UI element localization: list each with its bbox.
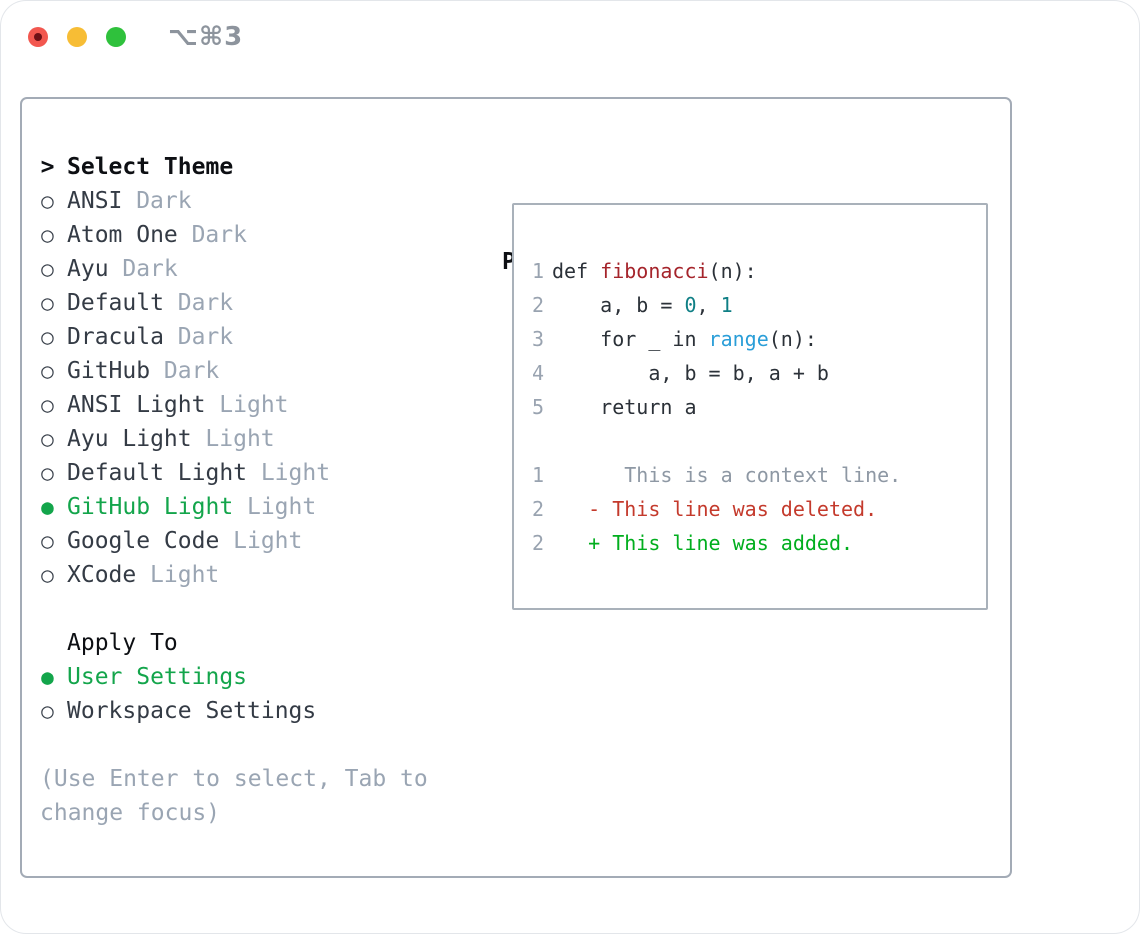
theme-option-ayu-light[interactable]: ○ Ayu Light Light <box>40 422 500 456</box>
code-line: 2 a, b = 0, 1 <box>530 288 986 322</box>
theme-name: GitHub Light <box>67 494 234 520</box>
line-number: 3 <box>531 327 544 351</box>
select-theme-header: > Select Theme <box>40 150 500 184</box>
radio-icon: ○ <box>41 223 54 247</box>
theme-variant: Light <box>260 460 331 486</box>
line-number: 1 <box>531 259 544 283</box>
apply-to-header: Apply To <box>40 626 500 660</box>
theme-option-github-dark[interactable]: ○ GitHub Dark <box>40 354 500 388</box>
diff-deleted-line: 2 - This line was deleted. <box>530 492 986 526</box>
theme-option-default-light[interactable]: ○ Default Light Light <box>40 456 500 490</box>
radio-selected-icon: ● <box>41 665 54 689</box>
apply-option-label: Workspace Settings <box>67 698 317 724</box>
theme-variant: Dark <box>177 324 234 350</box>
code-text: a, b = b, a + b <box>552 361 829 385</box>
theme-variant: Light <box>205 426 275 452</box>
theme-option-ayu-dark[interactable]: ○ Ayu Dark <box>40 252 500 286</box>
code-line: 1 def fibonacci(n): <box>530 254 986 288</box>
radio-icon: ○ <box>41 189 54 213</box>
code-text: for _ in range(n): <box>552 327 817 351</box>
theme-variant: Dark <box>136 188 192 214</box>
line-number: 5 <box>531 395 544 419</box>
theme-option-ansi-dark[interactable]: ○ ANSI Dark <box>40 184 500 218</box>
minimize-button[interactable] <box>67 27 87 47</box>
theme-variant: Light <box>219 392 289 418</box>
radio-icon: ○ <box>41 291 54 315</box>
close-button[interactable] <box>28 27 48 47</box>
code-line: 5 return a <box>530 390 986 424</box>
theme-variant: Dark <box>191 222 247 248</box>
apply-to-title: Apply To <box>67 630 178 656</box>
theme-option-google-code-light[interactable]: ○ Google Code Light <box>40 524 500 558</box>
apply-option-label: User Settings <box>67 664 248 690</box>
keyboard-hint: (Use Enter to select, Tab to change focu… <box>40 762 500 830</box>
hint-line-2: change focus) <box>40 800 221 826</box>
radio-selected-icon: ● <box>41 495 54 519</box>
theme-name: Dracula <box>67 324 164 350</box>
line-number: 2 <box>531 293 544 317</box>
blank-line <box>530 424 986 458</box>
line-number: 2 <box>531 497 544 521</box>
radio-icon: ○ <box>41 699 54 723</box>
theme-name: ANSI Light <box>67 392 206 418</box>
title-bar: ⌥⌘3 <box>0 0 1140 70</box>
radio-icon: ○ <box>41 325 54 349</box>
theme-option-dracula-dark[interactable]: ○ Dracula Dark <box>40 320 500 354</box>
zoom-button[interactable] <box>106 27 126 47</box>
theme-name: Ayu Light <box>67 426 192 452</box>
radio-icon: ○ <box>41 393 54 417</box>
theme-list: > Select Theme ○ ANSI Dark ○ Atom One Da… <box>40 150 500 830</box>
hint-line-1: (Use Enter to select, Tab to <box>40 766 428 792</box>
line-number: 1 <box>531 463 544 487</box>
radio-icon: ○ <box>41 257 54 281</box>
radio-icon: ○ <box>41 427 54 451</box>
diff-text: This is a context line. <box>552 463 902 487</box>
theme-option-ansi-light[interactable]: ○ ANSI Light Light <box>40 388 500 422</box>
spacer <box>40 728 500 762</box>
focus-caret-icon: > <box>40 154 55 180</box>
window-title-shortcut: ⌥⌘3 <box>168 22 244 52</box>
radio-icon: ○ <box>41 359 54 383</box>
theme-variant: Light <box>150 562 220 588</box>
theme-name: Ayu <box>67 256 109 282</box>
diff-added-line: 2 + This line was added. <box>530 526 986 560</box>
code-text: def fibonacci(n): <box>552 259 757 283</box>
line-number: 4 <box>531 361 544 385</box>
radio-icon: ○ <box>41 461 54 485</box>
select-theme-title: Select Theme <box>67 154 234 180</box>
radio-icon: ○ <box>41 529 54 553</box>
theme-name: Google Code <box>67 528 220 554</box>
theme-name: Default <box>67 290 164 316</box>
diff-context-line: 1 This is a context line. <box>530 458 986 492</box>
diff-text: - This line was deleted. <box>552 497 878 521</box>
theme-name: Atom One <box>67 222 178 248</box>
theme-variant: Dark <box>122 256 178 282</box>
theme-variant: Dark <box>177 290 234 316</box>
diff-text: + This line was added. <box>552 531 854 555</box>
apply-option-user-settings[interactable]: ● User Settings <box>40 660 500 694</box>
theme-picker-panel: > Select Theme ○ ANSI Dark ○ Atom One Da… <box>20 97 1012 878</box>
theme-name: GitHub <box>67 358 151 384</box>
preview-pane: 1 def fibonacci(n): 2 a, b = 0, 1 3 for … <box>512 203 988 610</box>
code-text: return a <box>552 395 697 419</box>
theme-variant: Dark <box>163 358 220 384</box>
theme-name: ANSI <box>67 188 123 214</box>
theme-name: XCode <box>67 562 137 588</box>
code-text: a, b = 0, 1 <box>552 293 733 317</box>
spacer <box>40 592 500 626</box>
theme-option-xcode-light[interactable]: ○ XCode Light <box>40 558 500 592</box>
code-line: 4 a, b = b, a + b <box>530 356 986 390</box>
line-number: 2 <box>531 531 544 555</box>
theme-option-atom-one-dark[interactable]: ○ Atom One Dark <box>40 218 500 252</box>
theme-option-default-dark[interactable]: ○ Default Dark <box>40 286 500 320</box>
theme-variant: Light <box>233 528 303 554</box>
radio-icon: ○ <box>41 563 54 587</box>
code-line: 3 for _ in range(n): <box>530 322 986 356</box>
theme-variant: Light <box>246 494 317 520</box>
theme-name: Default Light <box>67 460 248 486</box>
theme-option-github-light[interactable]: ● GitHub Light Light <box>40 490 500 524</box>
apply-option-workspace-settings[interactable]: ○ Workspace Settings <box>40 694 500 728</box>
